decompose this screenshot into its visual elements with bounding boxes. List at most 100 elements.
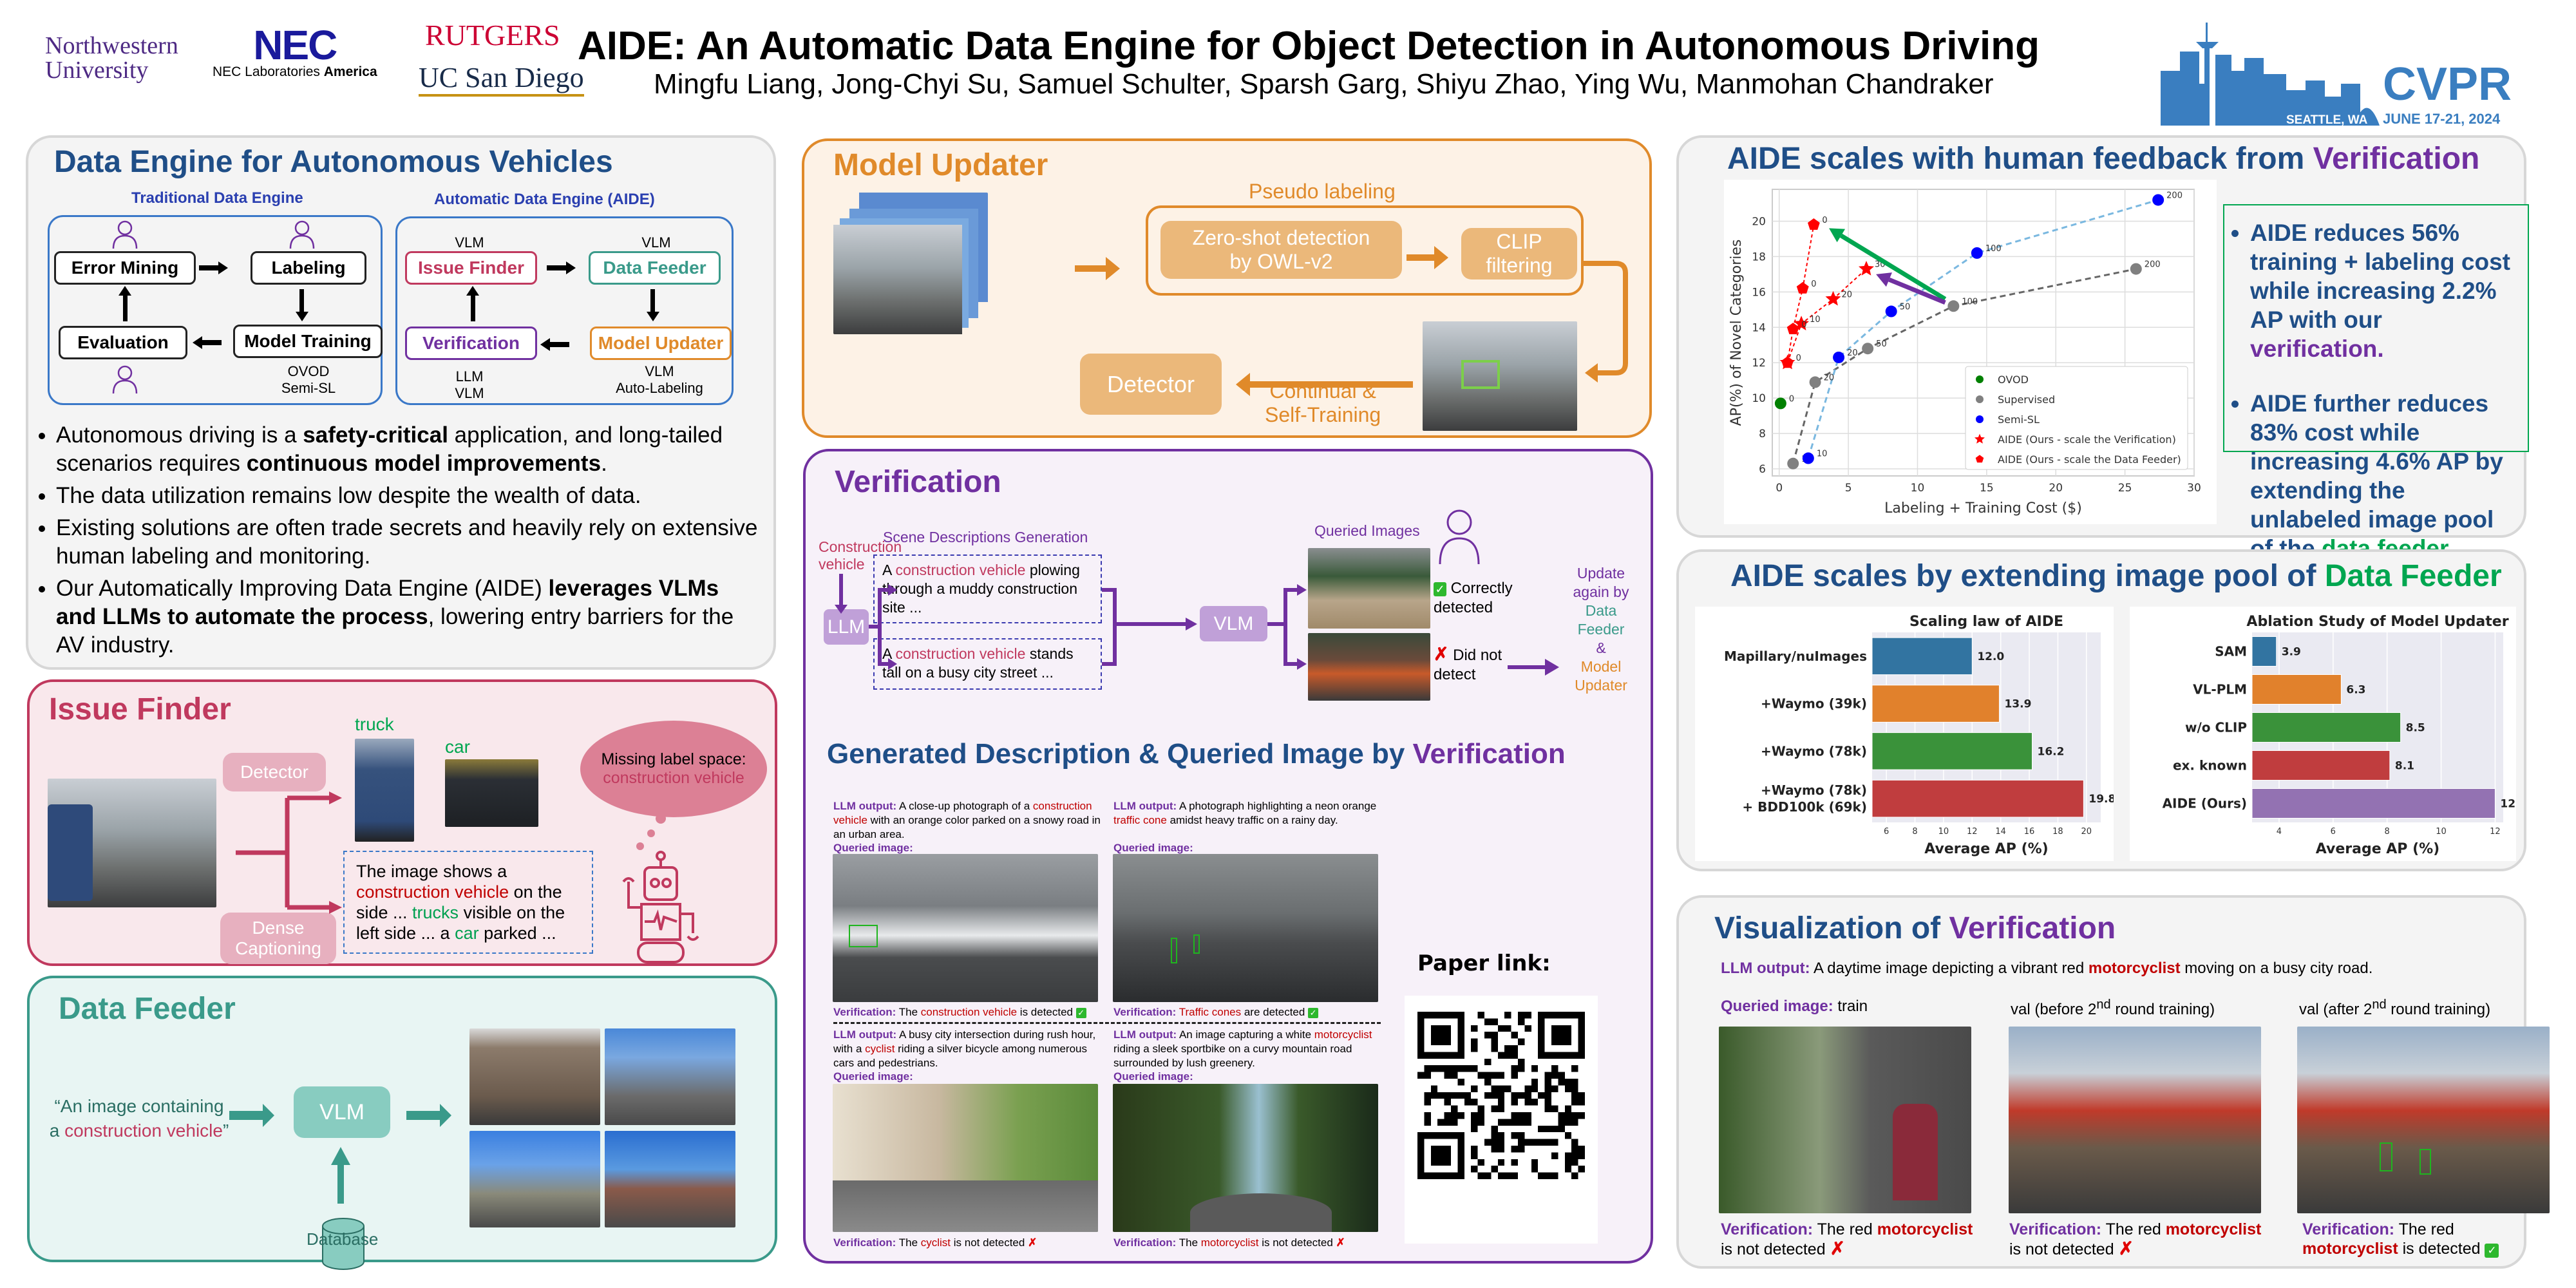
update-text: &: [1596, 639, 1606, 656]
qr-module: [1471, 1025, 1478, 1032]
arrow-down-icon: [835, 605, 848, 614]
qr-module: [1457, 1092, 1464, 1099]
qr-module: [1451, 1072, 1458, 1079]
bullet-text: .: [601, 451, 607, 476]
qr-module: [1504, 1052, 1511, 1059]
rutgers-logo: RUTGERS: [425, 19, 560, 52]
qr-module: [1571, 1139, 1578, 1146]
qr-module: [1571, 1099, 1578, 1106]
qr-module: [1531, 1139, 1539, 1146]
data-feeder-note: VLM: [641, 234, 671, 251]
bar: [1871, 779, 2084, 818]
database-label: Database: [307, 1229, 379, 1249]
qr-module: [1564, 1112, 1572, 1119]
llm-label: LLM output:: [833, 800, 897, 812]
queried-label-text: Queried image:: [1113, 1070, 1193, 1083]
qr-module: [1564, 1166, 1572, 1173]
logo-text: Northwestern: [45, 32, 178, 59]
qr-module: [1511, 1032, 1518, 1039]
arrow-up-icon: [471, 296, 475, 321]
box-text: Zero-shot detection: [1192, 226, 1370, 249]
verif-text: are detected: [1241, 1006, 1305, 1018]
qr-module: [1504, 1119, 1511, 1126]
qr-module: [1424, 1099, 1431, 1106]
verif-text: The: [896, 1236, 921, 1249]
annotation-arrow: [1888, 277, 1946, 305]
llm-output-text: LLM output: A busy city intersection dur…: [833, 1028, 1104, 1070]
llm-label: LLM output:: [1721, 960, 1810, 977]
qr-module: [1531, 1085, 1539, 1092]
qr-module: [1471, 1045, 1478, 1052]
qr-module: [1471, 1085, 1478, 1092]
qr-module: [1471, 1146, 1478, 1153]
verif-highlight: Traffic cones: [1179, 1006, 1242, 1018]
finding-accent: verification.: [2250, 336, 2384, 362]
result-text: Did not: [1453, 647, 1502, 664]
title-accent: Verification: [2313, 142, 2480, 176]
x-tick-label: 6: [2331, 827, 2336, 837]
cvpr-place: SEATTLE, WA: [2286, 113, 2368, 127]
qr-module: [1524, 1085, 1531, 1092]
qr-module: [1477, 1105, 1484, 1112]
example-text: An image capturing a white: [1177, 1028, 1314, 1041]
qr-module: [1424, 1119, 1431, 1126]
data-point: [1781, 356, 1794, 368]
updater-arrows: [1075, 246, 1628, 396]
qr-code-icon: [1417, 1012, 1585, 1179]
qr-module: [1444, 1119, 1451, 1126]
point-label: 0: [1822, 216, 1827, 225]
qr-module: [1511, 1092, 1518, 1099]
verif-text: The: [896, 1006, 921, 1018]
queried-label: Queried image:: [1113, 841, 1193, 855]
data-point: [1808, 218, 1820, 230]
verif-label: Verification:: [2009, 1220, 2102, 1238]
qr-finder: [1430, 1025, 1451, 1045]
qr-module: [1538, 1139, 1545, 1146]
viz-result: Verification: The red motorcyclist is no…: [2009, 1220, 2267, 1259]
qr-module: [1491, 1132, 1498, 1139]
verif-text: The: [1176, 1236, 1201, 1249]
section-title: Data Feeder: [59, 992, 236, 1026]
verif-label: Verification:: [833, 1236, 896, 1249]
update-text: Feeder: [1577, 621, 1625, 638]
data-point: [1786, 323, 1799, 334]
category-label: AIDE (Ours): [2163, 796, 2247, 811]
poster-title: AIDE: An Automatic Data Engine for Objec…: [578, 24, 2040, 68]
title-accent: Data Feeder: [2324, 559, 2502, 593]
desc-text: plowing through a muddy construction sit…: [882, 562, 1080, 616]
bounding-box: [849, 925, 878, 947]
qr-module: [1477, 1159, 1484, 1166]
qr-module: [1451, 1105, 1458, 1112]
error-mining-box: Error Mining: [54, 251, 196, 285]
branch-arrows: [236, 791, 342, 914]
section-title: Data Engine for Autonomous Vehicles: [54, 145, 613, 179]
x-tick-label: 10: [2436, 827, 2447, 837]
person-icon: [1439, 509, 1480, 565]
bubble-highlight: construction vehicle: [603, 769, 744, 787]
title-text: AIDE scales with human feedback from: [1727, 142, 2313, 176]
data-point: [1885, 305, 1897, 317]
result-text: The red: [2101, 1220, 2166, 1238]
qr-module: [1471, 1166, 1478, 1173]
arrow-left-icon: [202, 340, 222, 345]
caption-text: The image shows a: [356, 862, 507, 881]
arrow-right-icon: [1297, 658, 1307, 670]
crop-label-car: car: [445, 737, 470, 757]
caption-box: The image shows a construction vehicle o…: [343, 851, 593, 954]
verification-note: LLM VLM: [447, 368, 492, 402]
qr-module: [1497, 1105, 1505, 1112]
qr-module: [1551, 1105, 1558, 1112]
verif-highlight: motorcyclist: [1200, 1236, 1259, 1249]
qr-module: [1558, 1072, 1565, 1079]
bar: [2251, 750, 2391, 781]
qr-module: [1524, 1139, 1531, 1146]
x-tick-label: 25: [2118, 482, 2132, 495]
paper-qr-code[interactable]: [1405, 996, 1598, 1244]
verification-result: Verification: Traffic cones are detected…: [1113, 1005, 1384, 1019]
qr-module: [1578, 1112, 1585, 1119]
intro-bullets: Autonomous driving is a safety-critical …: [38, 421, 759, 663]
qr-module: [1471, 1112, 1478, 1119]
qr-module: [1518, 1139, 1525, 1146]
viz-result: Verification: The red motorcyclist is no…: [1721, 1220, 1978, 1259]
